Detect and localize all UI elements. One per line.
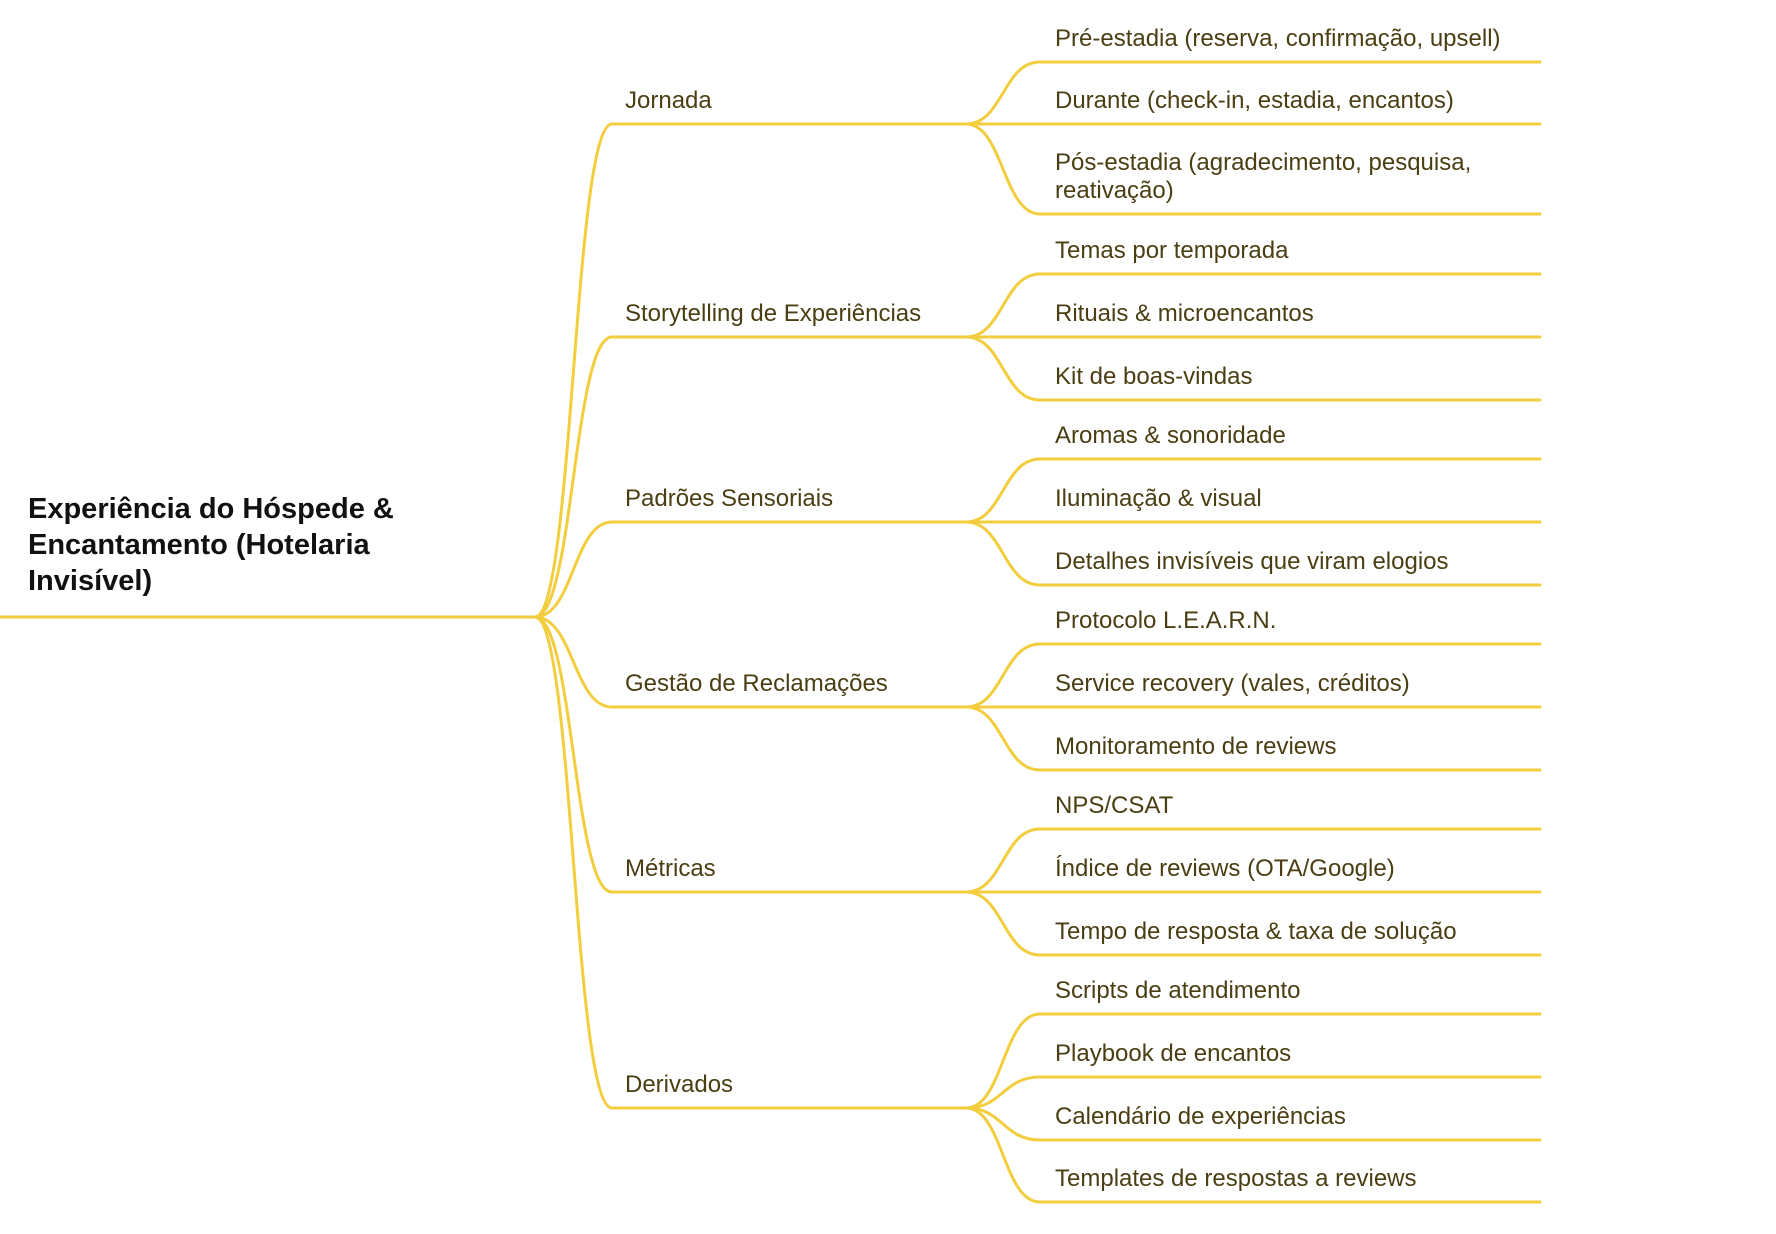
- leaf-label[interactable]: Templates de respostas a reviews: [1055, 1165, 1417, 1192]
- branch-to-leaf-connector: [964, 1012, 1042, 1110]
- branch-to-leaf-connector: [964, 122, 1042, 216]
- leaf-label[interactable]: Detalhes invisíveis que viram elogios: [1055, 548, 1449, 575]
- leaf-label[interactable]: Durante (check-in, estadia, encantos): [1055, 87, 1454, 114]
- branch-to-leaf-connector: [964, 335, 1042, 402]
- leaf-label[interactable]: reativação): [1055, 177, 1174, 204]
- branch-label[interactable]: Gestão de Reclamações: [625, 670, 888, 697]
- branch-to-leaf-connector: [964, 890, 1042, 957]
- branch-to-leaf-connector: [964, 642, 1042, 709]
- branch-to-leaf-connector: [964, 1106, 1042, 1142]
- branch-label[interactable]: Derivados: [625, 1071, 733, 1098]
- root-title-line: Encantamento (Hotelaria: [28, 529, 370, 561]
- root-to-branch-connector: [533, 615, 614, 1110]
- leaf-label[interactable]: Aromas & sonoridade: [1055, 422, 1286, 449]
- branch-label[interactable]: Storytelling de Experiências: [625, 300, 921, 327]
- leaf-label[interactable]: Iluminação & visual: [1055, 485, 1262, 512]
- leaf-label[interactable]: Calendário de experiências: [1055, 1103, 1346, 1130]
- leaf-label[interactable]: Índice de reviews (OTA/Google): [1055, 855, 1395, 882]
- leaf-label[interactable]: Service recovery (vales, créditos): [1055, 670, 1410, 697]
- leaf-label[interactable]: Pré-estadia (reserva, confirmação, upsel…: [1055, 25, 1501, 52]
- leaf-label[interactable]: Scripts de atendimento: [1055, 977, 1300, 1004]
- branch-to-leaf-connector: [964, 705, 1042, 772]
- branch-to-leaf-connector: [964, 272, 1042, 339]
- leaf-label[interactable]: Temas por temporada: [1055, 237, 1289, 264]
- root-title-line: Invisível): [28, 565, 152, 597]
- connector-lines: [533, 60, 1542, 1204]
- root-to-branch-connector: [533, 335, 614, 619]
- branch-to-leaf-connector: [964, 520, 1042, 587]
- branch-to-leaf-connector: [964, 1075, 1042, 1110]
- branch-label[interactable]: Métricas: [625, 855, 716, 882]
- leaf-label[interactable]: Playbook de encantos: [1055, 1040, 1291, 1067]
- branch-to-leaf-connector: [964, 827, 1042, 894]
- leaf-label[interactable]: Pós-estadia (agradecimento, pesquisa,: [1055, 149, 1471, 176]
- branch-to-leaf-connector: [964, 1106, 1042, 1204]
- leaf-label[interactable]: Tempo de resposta & taxa de solução: [1055, 918, 1457, 945]
- branch-label[interactable]: Padrões Sensoriais: [625, 485, 833, 512]
- leaf-label[interactable]: NPS/CSAT: [1055, 792, 1174, 819]
- root-to-branch-connector: [533, 122, 614, 619]
- leaf-label[interactable]: Rituais & microencantos: [1055, 300, 1314, 327]
- root-to-branch-connector: [533, 615, 614, 894]
- leaf-label[interactable]: Monitoramento de reviews: [1055, 733, 1336, 760]
- root-to-branch-connector: [533, 520, 614, 619]
- leaf-label[interactable]: Protocolo L.E.A.R.N.: [1055, 607, 1276, 634]
- leaf-nodes: Pré-estadia (reserva, confirmação, upsel…: [1055, 25, 1501, 1192]
- branch-to-leaf-connector: [964, 60, 1042, 126]
- branch-to-leaf-connector: [964, 457, 1042, 524]
- root-title-line: Experiência do Hóspede &: [28, 493, 394, 525]
- root-node[interactable]: Experiência do Hóspede & Encantamento (Ho…: [0, 493, 537, 619]
- branch-label[interactable]: Jornada: [625, 87, 712, 114]
- root-to-branch-connector: [533, 615, 614, 709]
- leaf-label[interactable]: Kit de boas-vindas: [1055, 363, 1252, 390]
